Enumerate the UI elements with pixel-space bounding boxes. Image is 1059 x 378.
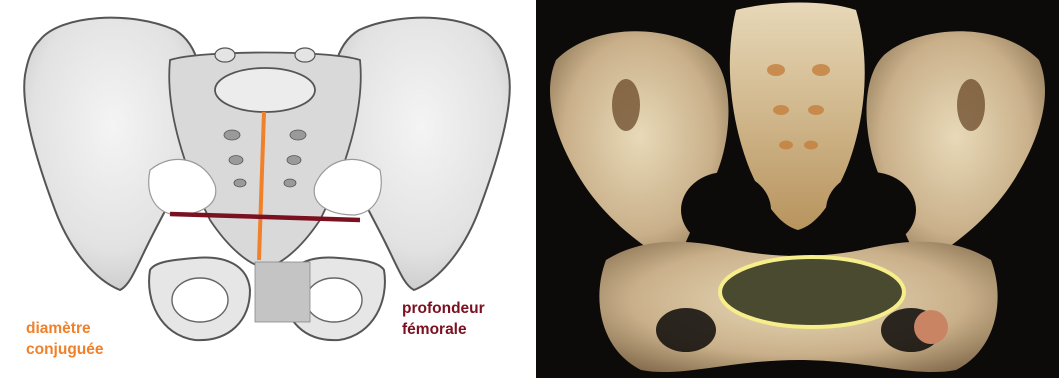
pelvis-drawing-panel: diamètre conjuguée profondeur fémorale <box>0 0 534 378</box>
pelvis-ct-render <box>536 0 1059 378</box>
sacral-promontory <box>215 68 315 112</box>
femoral-label-line-1: profondeur <box>402 298 485 319</box>
conjugate-label-line-1: diamètre <box>26 318 104 339</box>
femoral-label-line-2: fémorale <box>402 319 485 340</box>
pelvis-ct-render-panel <box>536 0 1059 378</box>
pelvic-inlet-ring <box>720 257 904 327</box>
femoral-marker <box>914 310 948 344</box>
right-iliac-wing <box>332 18 510 290</box>
conjugate-diameter-label: diamètre conjuguée <box>26 318 104 360</box>
femoral-depth-label: profondeur fémorale <box>402 298 485 340</box>
femoral-depth-line <box>170 214 360 220</box>
conjugate-label-line-2: conjuguée <box>26 339 104 360</box>
